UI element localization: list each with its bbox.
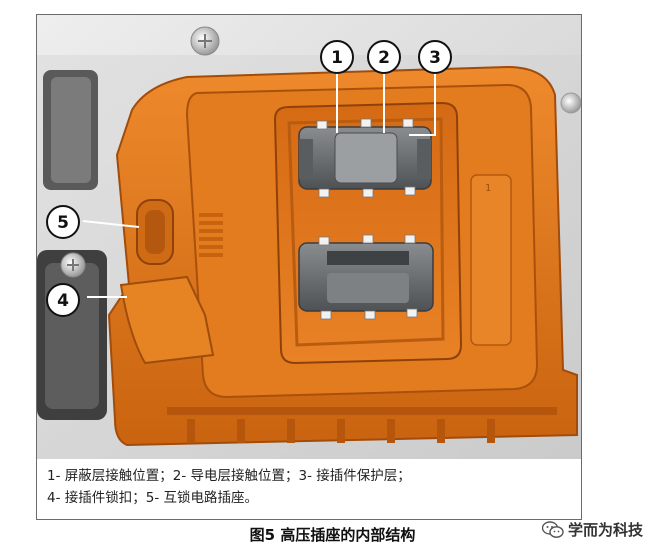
caption-line-1: 1- 屏蔽层接触位置；2- 导电层接触位置；3- 接插件保护层； [47,468,411,484]
lower-connector [298,234,434,320]
callout-1-label: 1 [331,48,343,68]
wechat-icon [541,520,564,538]
svg-text:1: 1 [485,183,491,194]
connector-illustration: 1 1 2 3 5 4 [37,15,581,459]
callout-3-label: 3 [429,48,441,68]
callout-2-label: 2 [378,48,390,68]
callout-5-label: 5 [57,213,69,233]
callout-5: 5 [46,205,80,239]
callout-1: 1 [320,40,354,74]
figure-title: 图5 高压插座的内部结构 [249,526,416,544]
watermark-text: 学而为科技 [567,521,643,539]
upper-connector [298,118,432,198]
interlock-socket [136,199,174,265]
screw-left [60,252,86,278]
housing-ribs [199,213,223,257]
callout-4: 4 [46,283,80,317]
callout-2: 2 [367,40,401,74]
callout-leaders [82,70,436,298]
watermark: 学而为科技 [541,519,643,540]
caption-line-2: 4- 接插件锁扣；5- 互锁电路插座。 [47,490,259,506]
screw-top [190,26,220,56]
figure-frame: 1 1 2 3 5 4 1- 屏蔽 [36,14,582,520]
caption-box: 1- 屏蔽层接触位置；2- 导电层接触位置；3- 接插件保护层； 4- 接插件锁… [37,459,581,519]
callout-3: 3 [418,40,452,74]
callout-4-label: 4 [57,291,69,311]
bottom-flange [167,407,557,443]
connector-latch [119,275,215,365]
